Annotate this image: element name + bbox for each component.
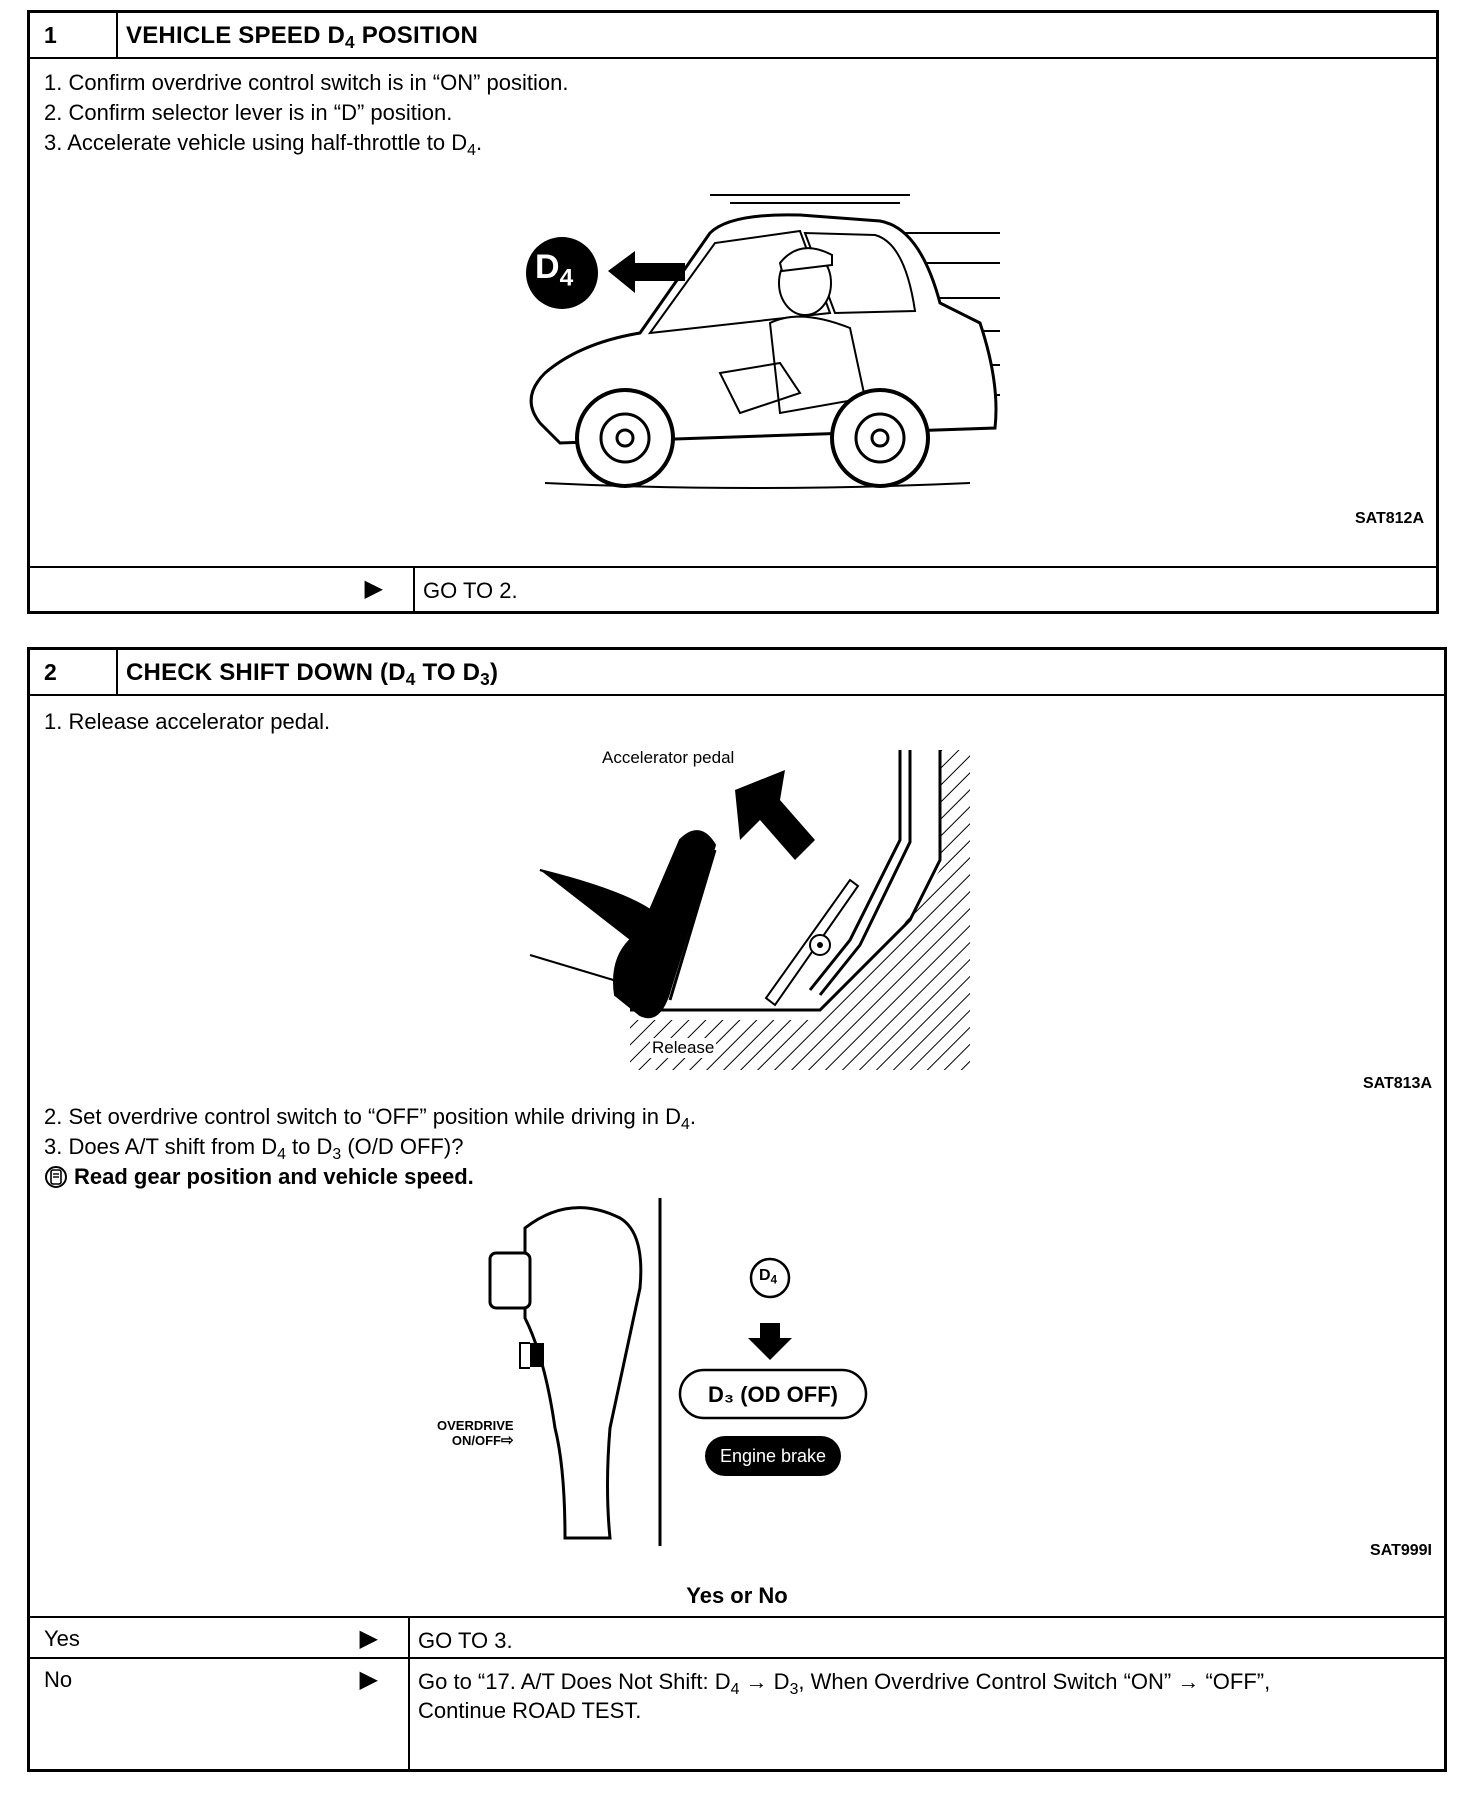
section-2-step-3: 3. Does A/T shift from D4 to D3 (O/D OFF…: [44, 1132, 696, 1162]
section-2-steps-2-3: 2. Set overdrive control switch to “OFF”…: [44, 1102, 696, 1192]
section-2-title-tail: ): [489, 659, 499, 686]
section-1-title-tail: POSITION: [354, 22, 479, 49]
section-1-result-left: ▶: [30, 568, 415, 611]
section-1-number: 1: [30, 13, 118, 57]
section-1-result-text: GO TO 2.: [423, 578, 518, 603]
d4-badge-icon: [526, 237, 598, 309]
yes-or-no-question: Yes or No: [686, 1583, 788, 1608]
engine-brake-label: Engine brake: [719, 1446, 827, 1466]
section-1-header: 1 VEHICLE SPEED D4 POSITION: [30, 13, 1436, 59]
overdrive-label-2: ON/OFF⇨: [437, 1433, 514, 1448]
answer-no-line-1-c: , When Overdrive Control Switch “ON” → “…: [798, 1669, 1271, 1694]
answer-no-text: No: [44, 1667, 73, 1692]
outline-right-arrow-icon: ⇨: [501, 1432, 514, 1449]
section-2-title-a: CHECK SHIFT DOWN (D: [126, 659, 406, 686]
section-2-step-1: 1. Release accelerator pedal.: [44, 707, 330, 737]
section-2-step-3-sub2: 3: [332, 1145, 342, 1163]
play-arrow-icon: ▶: [364, 575, 383, 602]
overdrive-label-2-text: ON/OFF: [451, 1433, 501, 1448]
d4-circle-text: D: [759, 1267, 771, 1284]
section-2-title-sub2: 3: [480, 669, 490, 690]
overdrive-switch-label: OVERDRIVE ON/OFF⇨: [437, 1418, 514, 1448]
consult-icon: [45, 1166, 67, 1188]
overdrive-label-1: OVERDRIVE: [437, 1418, 514, 1433]
answer-no-result: Go to “17. A/T Does Not Shift: D4 → D3, …: [410, 1659, 1270, 1769]
section-1-step-3-sub: 4: [467, 141, 476, 159]
accelerator-pedal-label: Accelerator pedal: [602, 748, 735, 767]
answer-row-yes: Yes ▶ GO TO 3.: [30, 1616, 1444, 1657]
section-1: 1 VEHICLE SPEED D4 POSITION 1. Confirm o…: [27, 10, 1439, 614]
section-2-step-2-sub: 4: [681, 1115, 690, 1133]
answer-yes-label: Yes ▶: [30, 1618, 410, 1657]
d4-circle-sub: 4: [770, 1274, 777, 1287]
d4-badge-label: D4: [535, 248, 573, 290]
answer-no-sub2: 3: [789, 1680, 799, 1698]
section-2-title-mid: TO D: [415, 659, 481, 686]
engine-brake-pill: [705, 1436, 841, 1476]
d3-od-off-pill: [678, 1368, 868, 1420]
answer-row-no: No ▶ Go to “17. A/T Does Not Shift: D4 →…: [30, 1657, 1444, 1769]
section-2-note: Read gear position and vehicle speed.: [44, 1162, 696, 1192]
play-arrow-icon: ▶: [359, 1666, 378, 1693]
up-left-arrow-icon: [735, 770, 815, 860]
figure-code-sat812a: SAT812A: [1354, 510, 1424, 527]
answer-no-line-1-a: Go to “17. A/T Does Not Shift: D: [418, 1669, 731, 1694]
car-illustration: [526, 194, 1000, 489]
section-1-step-1: 1. Confirm overdrive control switch is i…: [44, 70, 569, 95]
section-2-header: 2 CHECK SHIFT DOWN (D4 TO D3): [30, 650, 1444, 696]
answer-no-sub1: 4: [730, 1680, 740, 1698]
section-2-step-2-tail: .: [689, 1104, 696, 1129]
answer-yes-result: GO TO 3.: [418, 1628, 513, 1653]
d4-circle-icon: [749, 1257, 791, 1299]
section-2-title-sub1: 4: [405, 669, 416, 690]
section-2-title: CHECK SHIFT DOWN (D4 TO D3): [118, 650, 498, 694]
section-2-step-1-text: 1. Release accelerator pedal.: [44, 709, 331, 734]
answer-no-line-2: Continue ROAD TEST.: [418, 1698, 642, 1723]
down-arrow-icon: [748, 1323, 792, 1360]
d4-badge-text: D: [535, 248, 560, 286]
section-1-step-3: 3. Accelerate vehicle using half-throttl…: [44, 128, 569, 158]
section-2-step-2: 2. Set overdrive control switch to “OFF”…: [44, 1102, 696, 1132]
answer-no-line-1-b: → D: [739, 1669, 790, 1694]
figure-code-sat999i: SAT999I: [1370, 1542, 1432, 1559]
play-arrow-icon: ▶: [359, 1625, 378, 1652]
section-1-step-3-text: 3. Accelerate vehicle using half-throttl…: [44, 130, 468, 155]
d4-circle-label: D4: [759, 1267, 777, 1287]
section-1-title-sub: 4: [345, 32, 355, 53]
release-label: Release: [650, 1038, 717, 1058]
section-1-result-row: ▶ GO TO 2.: [30, 566, 1436, 611]
figure-code-sat813a: SAT813A: [1362, 1075, 1432, 1092]
section-2-step-2-text: 2. Set overdrive control switch to “OFF”…: [44, 1104, 682, 1129]
section-2-number: 2: [30, 650, 118, 694]
section-2-step-3-a: 3. Does A/T shift from D: [44, 1134, 278, 1159]
section-2-step-3-c: (O/D OFF)?: [341, 1134, 464, 1159]
left-arrow-icon: [608, 251, 685, 293]
section-2-note-text: Read gear position and vehicle speed.: [74, 1164, 474, 1189]
answer-no-line-1: Go to “17. A/T Does Not Shift: D4 → D3, …: [418, 1667, 1271, 1698]
section-2: 2 CHECK SHIFT DOWN (D4 TO D3) 1. Release…: [27, 647, 1447, 1772]
shift-diagram: [488, 1198, 868, 1546]
d4-badge-sub: 4: [559, 264, 574, 292]
section-2-step-3-sub1: 4: [277, 1145, 286, 1163]
section-1-steps: 1. Confirm overdrive control switch is i…: [44, 68, 569, 158]
section-1-title: VEHICLE SPEED D4 POSITION: [118, 13, 478, 57]
answer-no-label: No ▶: [30, 1659, 410, 1769]
section-1-step-2: 2. Confirm selector lever is in “D” posi…: [44, 100, 453, 125]
section-2-step-3-b: to D: [285, 1134, 333, 1159]
answer-yes-text: Yes: [44, 1626, 80, 1651]
pedal-illustration: [529, 750, 970, 1070]
d3-od-off-label: D₃ (OD OFF): [708, 1382, 838, 1407]
section-1-step-3-tail: .: [475, 130, 483, 155]
section-1-title-text: VEHICLE SPEED D: [126, 22, 346, 49]
